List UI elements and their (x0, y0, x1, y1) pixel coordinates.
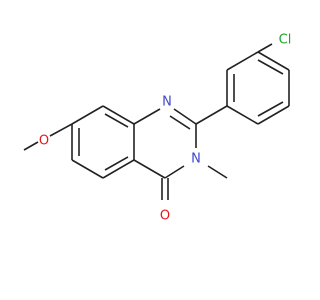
bond-c3prime-c4prime-inner (257, 59, 284, 75)
bond-methyl-oxygen (23, 141, 39, 151)
molecule-structure: N N O O Cl (23, 33, 291, 224)
bond-c3prime-c4prime (257, 51, 290, 71)
bond-c5prime-c6prime (257, 105, 290, 125)
bond-c8-c8a (102, 105, 135, 125)
bond-c2prime-c3prime (226, 51, 259, 71)
bond-c7-c8 (71, 105, 104, 125)
molecule-canvas: N N O O Cl (23, 32, 292, 224)
atom-label-layer: N N O O Cl (39, 33, 291, 224)
bond-layer (23, 43, 290, 200)
bond-c2-c1prime (195, 105, 228, 125)
bond-c4-c4a (133, 159, 166, 179)
bond-oxygen-aryl (49, 123, 73, 137)
bond-c8-c8a-inner (104, 113, 129, 128)
bond-c6prime-c1prime (226, 105, 259, 125)
bond-c8a-n1 (133, 108, 161, 125)
bond-c4a-c5-inner (104, 156, 129, 171)
atom-methoxy-o-label: O (39, 134, 49, 149)
atom-carbonyl-o-label: O (160, 209, 170, 224)
bond-c5-c6 (71, 159, 104, 179)
bond-c4prime-cl (257, 43, 273, 53)
atom-n1-label: N (162, 95, 172, 110)
bond-n3-methyl (207, 165, 228, 179)
atom-n3-label: N (191, 152, 201, 167)
bond-c5prime-c6prime-inner (257, 101, 284, 117)
bond-c4a-c5 (102, 159, 135, 179)
atom-cl-label: Cl (279, 33, 292, 48)
bond-n1-c2-inner (169, 115, 191, 130)
bond-n1-c2 (173, 108, 197, 125)
bond-n3-c4 (164, 165, 185, 179)
